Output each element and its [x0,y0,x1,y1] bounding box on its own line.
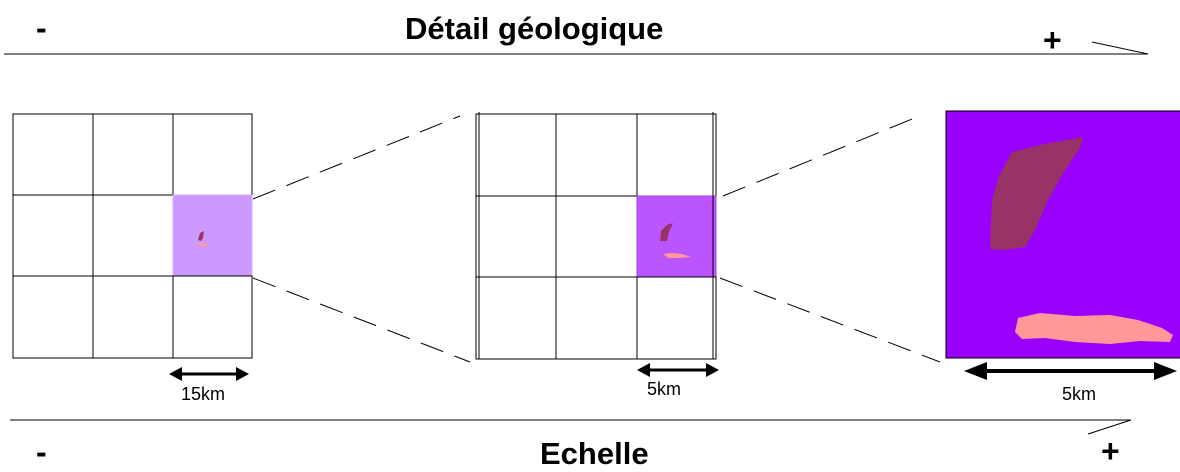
top-plus-sign: + [1043,22,1062,58]
zoom-line [719,277,941,363]
grid-cell [12,113,94,196]
top-minus-sign: - [36,10,47,46]
geologic-unit-light [1015,313,1173,344]
top-axis [4,41,1149,55]
grid-cell [12,194,94,277]
grid-cell [475,276,557,360]
bottom-axis-arrowhead [1087,419,1132,435]
grid-cell [475,113,557,197]
scale-label-1: 15km [181,384,226,404]
scale-label-3: 5km [1062,384,1097,404]
grid-cell [636,113,717,197]
scale-bar-2 [637,363,719,377]
grid-cell [555,195,638,278]
grid-cell [555,113,638,197]
geologic-unit-dark [990,137,1083,250]
scale-bar-3 [964,362,1177,380]
bottom-minus-sign: - [36,434,47,470]
geologic-unit-dark [660,223,673,241]
highlighted-cell [636,195,717,278]
grid-cell [92,275,174,359]
zoom-line [722,114,923,197]
geologic-unit-dark [198,231,204,241]
scale-bar-1 [169,367,249,381]
grid-cell [475,195,557,278]
grid-cell [636,276,717,360]
grid-cell [172,113,253,196]
bottom-plus-sign: + [1101,433,1120,469]
top-axis-title: Détail géologique [405,11,664,46]
bottom-axis-title: Echelle [540,436,649,471]
zoom-line [252,277,471,363]
grid-cell [92,194,174,277]
panel-2-grid [475,112,717,360]
grid-cell [12,275,94,359]
highlighted-cell [172,194,253,277]
zoom-line [252,115,461,200]
panel-1-grid [12,113,253,359]
bottom-axis [10,419,1132,435]
grid-cell [555,276,638,360]
geologic-unit-light [663,253,691,258]
geologic-unit-light [197,243,209,246]
grid-cell [92,113,174,196]
grid-cell [172,275,253,359]
scale-label-2: 5km [647,379,682,399]
top-axis-arrowhead [1091,41,1149,55]
